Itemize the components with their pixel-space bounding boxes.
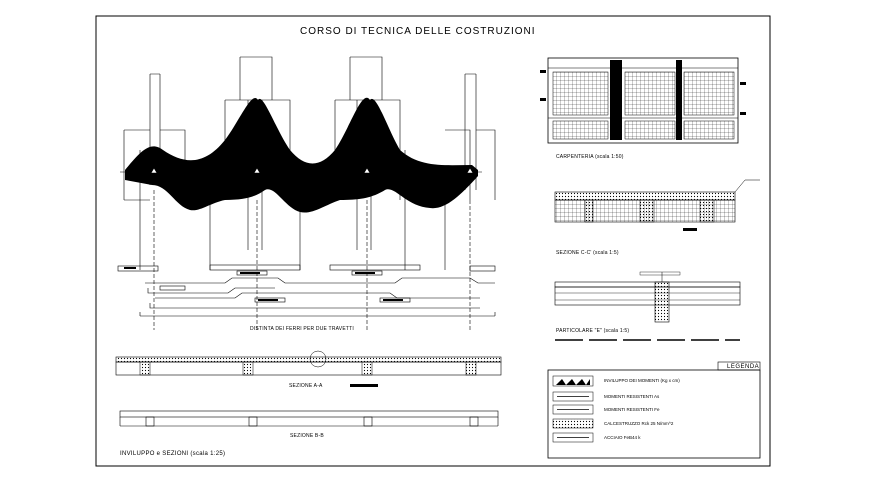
legend-item-label: CALCESTRUZZO Rck 25 N/mm^2 bbox=[604, 421, 674, 426]
legend-item-label: INVILUPPO DEI MOMENTI (Kg x cm) bbox=[604, 378, 680, 383]
section-aa-drawing bbox=[115, 350, 502, 387]
legend-title: LEGENDA bbox=[727, 364, 760, 370]
legend-item-label: MOMENTI RESISTENTI Fe bbox=[604, 407, 660, 412]
section-cc-drawing bbox=[554, 179, 760, 231]
particolare-e-drawing bbox=[554, 271, 741, 341]
line-swatch bbox=[552, 404, 594, 415]
bottom-title: INVILUPPO e SEZIONI (scala 1:25) bbox=[120, 451, 226, 457]
carpenteria-plan bbox=[540, 57, 746, 144]
moment-envelope-diagram bbox=[120, 56, 496, 330]
moment-envelope-fill bbox=[125, 97, 478, 213]
moment-envelope-swatch bbox=[552, 375, 594, 387]
sheet-title: CORSO DI TECNICA DELLE COSTRUZIONI bbox=[300, 26, 536, 37]
legend-item-label: ACCIAIO FeB44 k bbox=[604, 435, 641, 440]
label-sezione-aa: SEZIONE A-A bbox=[289, 383, 323, 389]
legend-item-label: MOMENTI RESISTENTI As bbox=[604, 394, 660, 399]
label-carpenteria: CARPENTERIA (scala 1:50) bbox=[556, 154, 624, 160]
legend-box bbox=[547, 361, 761, 459]
line-swatch bbox=[552, 391, 594, 402]
hatch-swatch bbox=[552, 418, 594, 429]
label-particolare-e: PARTICOLARE "E" (scala 1:5) bbox=[556, 328, 630, 334]
label-sezione-cc: SEZIONE C-C' (scala 1:5) bbox=[556, 250, 619, 256]
label-distinta: DISTINTA DEI FERRI PER DUE TRAVETTI bbox=[250, 326, 354, 332]
sheet-border bbox=[95, 15, 771, 467]
section-bb-drawing bbox=[119, 410, 499, 427]
label-sezione-bb: SEZIONE B-B bbox=[290, 433, 324, 439]
rebar-schedule bbox=[117, 264, 496, 317]
line-swatch bbox=[552, 432, 594, 443]
